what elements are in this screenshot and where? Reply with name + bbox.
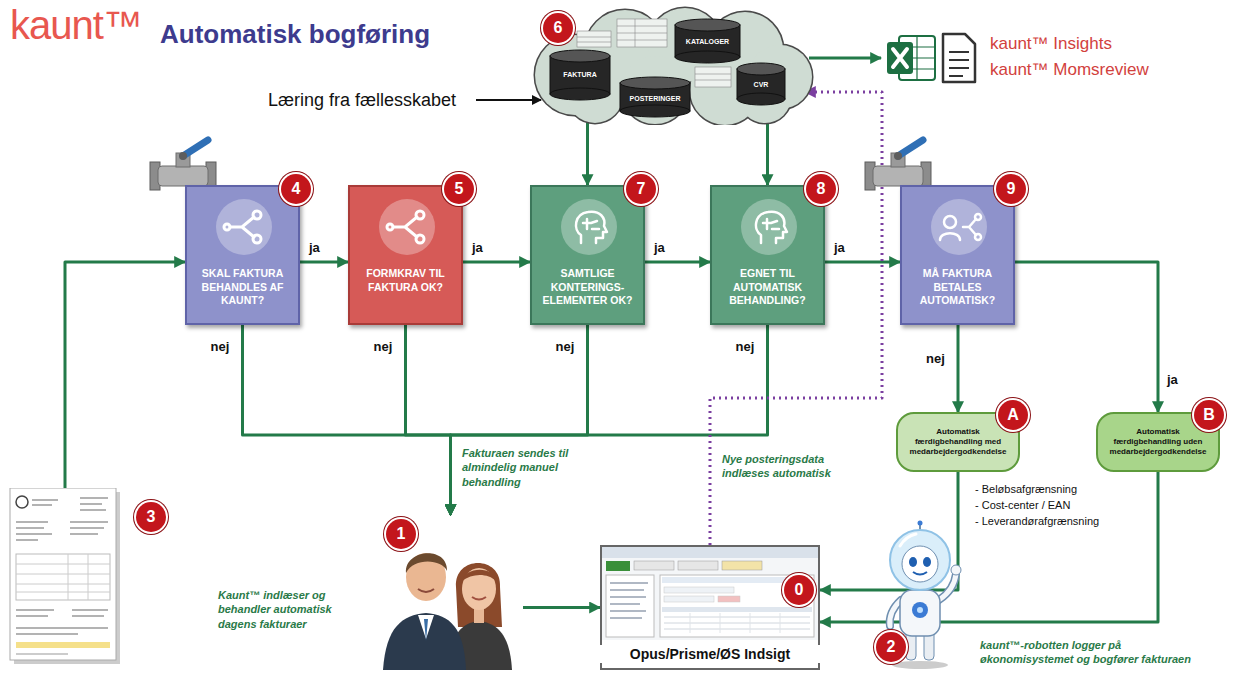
valve-icon [150,140,216,190]
outcome-pill: AAutomatisk færdigbehandling med medarbe… [896,412,1020,472]
outcome-pill: BAutomatisk færdigbehandling uden medarb… [1096,412,1220,472]
database-label: FAKTURA [550,70,610,79]
flow-connector [820,472,1158,622]
robot: 2 kaunt™-robotten logger på økonomisystem… [870,520,1225,672]
decision-box-picture [559,197,619,257]
flow-connector [243,325,451,515]
decision-box: 4SKAL FAKTURA BEHANDLES AF KAUNT? [185,185,300,325]
flow-connector [1015,262,1158,412]
flow-connector [809,57,881,60]
learning-arrow [476,99,541,101]
node-text: SAMTLIGE KONTERINGS- ELEMENTER OK? [539,267,636,308]
edge-label: nej [556,339,575,355]
node-text: kaunt™ Insights [990,31,1185,57]
edge-label: ja [654,240,665,256]
callout-number: A [998,400,1028,430]
callout-number: 9 [996,174,1026,204]
flow-connector [451,325,768,515]
callout-number: 2 [876,632,906,662]
list-item: - Beløbsafgrænsning [975,482,1077,496]
callout-number: 0 [784,575,814,605]
edge-label: ja [309,240,320,256]
staff-photo-picture [383,553,512,670]
list-item: - Leverandørafgrænsning [975,514,1099,528]
decision-box-picture [931,199,987,255]
data-cloud: 6FAKTURA KATALOGER CVR POSTERINGER [525,5,815,125]
node-text: Kaunt™ indlæser og behandler automatisk … [218,588,368,631]
decision-box-picture [741,199,797,255]
erp-screen-picture [601,546,819,669]
node-text: Automatisk færdigbehandling med medarbej… [904,427,1012,457]
edge-label: ja [834,240,845,256]
erp-screen: 0Opus/Prisme/ØS Indsigt [600,545,820,670]
flow-connector [406,325,451,515]
decision-box: 5FORMKRAV TIL FAKTURA OK? [348,185,463,325]
callout-number: 8 [806,174,836,204]
edge-label: nej [374,339,393,355]
callout-number: 6 [543,13,573,43]
callout-number: 1 [386,519,416,549]
node-text: MÅ FAKTURA BETALES AUTOMATISK? [909,267,1006,308]
report-outputs: kaunt™ Insightskaunt™ Momsreview [885,28,1185,88]
node-text: EGNET TIL AUTOMATISK BEHANDLING? [719,267,816,308]
report-outputs-picture [885,28,980,88]
flow-connector [451,325,588,515]
brand-logo: kaunt™ [10,2,142,48]
callout-number: 3 [136,502,166,532]
node-text: SKAL FAKTURA BEHANDLES AF KAUNT? [194,267,291,308]
decision-box: 7SAMTLIGE KONTERINGS- ELEMENTER OK? [530,185,645,325]
edge-label: ja [1167,372,1178,388]
flow-connector [957,325,960,412]
data-feedback-line [710,92,882,545]
edge-label: nej [736,339,755,355]
data-cloud-picture [535,8,812,125]
page-title: Automatisk bogføring [160,18,430,50]
invoice-document-picture [10,488,120,664]
node-text: Opus/Prisme/ØS Indsigt [600,645,820,663]
node-text: FORMKRAV TIL FAKTURA OK? [357,267,454,294]
node-text: Automatisk færdigbehandling uden medarbe… [1104,427,1212,457]
flow-connector [463,261,530,264]
invoice-document-picture [8,488,123,668]
database-label: POSTERINGER [620,94,690,103]
flow-note: Fakturaen sendes til almindelig manuel b… [462,446,587,489]
flow-connector [825,261,900,264]
decision-box-picture [379,199,435,255]
flow-connector [586,113,589,185]
report-outputs-picture [887,34,975,82]
valve-icon [865,140,931,190]
callout-number: 4 [281,174,311,204]
decision-box: 8EGNET TIL AUTOMATISK BEHANDLING? [710,185,825,325]
node-text: kaunt™-robotten logger på økonomisysteme… [980,638,1215,667]
database-label: CVR [737,80,785,89]
list-item: - Cost-center / EAN [975,498,1070,512]
decision-box-picture [561,199,617,255]
flow-connector [645,261,710,264]
callout-number: 5 [444,174,474,204]
decision-box-picture [216,199,272,255]
staff-photo: 1 [378,515,523,670]
flow-connector [300,261,348,264]
decision-box-picture [214,197,274,257]
edge-label: nej [926,351,945,367]
flow-connector [65,262,185,490]
edge-label: ja [472,240,483,256]
callout-number: B [1194,400,1224,430]
edge-label: nej [211,339,230,355]
database-label: KATALOGER [675,37,740,46]
node-text: kaunt™ Momsreview [990,57,1185,83]
decision-box-picture [377,197,437,257]
decision-box-picture [739,197,799,257]
callout-number: 7 [626,174,656,204]
annotation: Læring fra fællesskabet [268,89,456,111]
flow-connector [523,606,600,609]
edge-label: Nye posteringsdata indlæses automatisk [722,452,872,481]
decision-box: 9MÅ FAKTURA BETALES AUTOMATISK? [900,185,1015,325]
invoice-document: 3Kaunt™ indlæser og behandler automatisk… [8,480,368,670]
decision-box-picture [929,197,989,257]
